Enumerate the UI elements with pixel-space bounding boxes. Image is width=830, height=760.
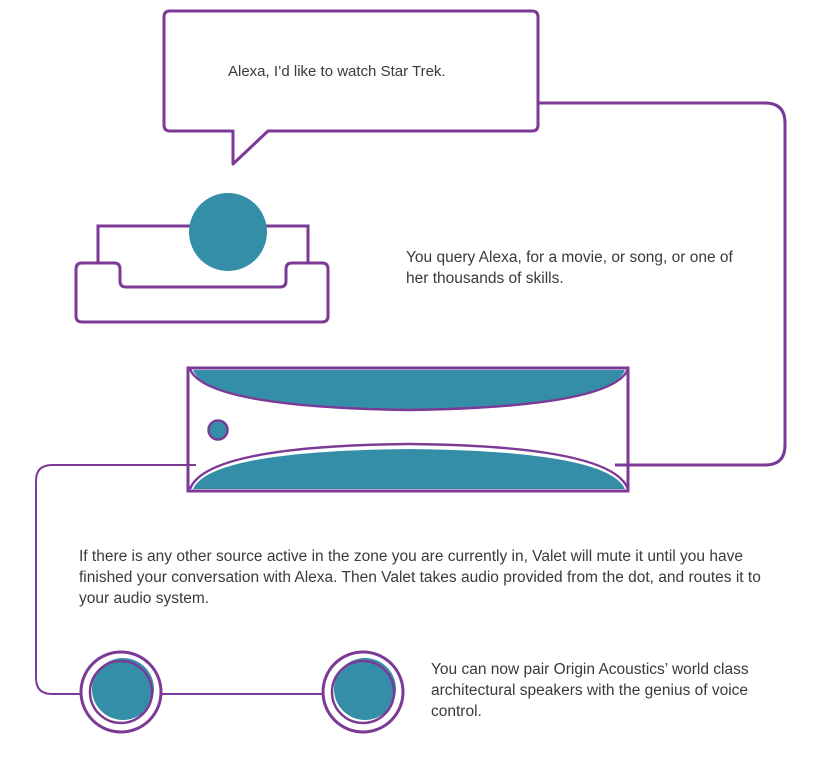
valet-amplifier-icon bbox=[186, 366, 630, 493]
ceiling-speaker-right-icon bbox=[321, 650, 405, 734]
power-knob-icon bbox=[207, 419, 229, 441]
speech-bubble bbox=[162, 9, 540, 166]
speech-bubble-text: Alexa, I’d like to watch Star Trek. bbox=[228, 63, 446, 80]
caption-valet-routing: If there is any other source active in t… bbox=[79, 548, 761, 607]
echo-dot-dock-icon bbox=[74, 193, 330, 324]
caption-pair-speakers: You can now pair Origin Acoustics’ world… bbox=[431, 661, 749, 720]
ceiling-speaker-left-icon bbox=[79, 650, 163, 734]
caption-query-alexa: You query Alexa, for a movie, or song, o… bbox=[406, 249, 733, 287]
connector-valet-to-speakers bbox=[35, 464, 196, 695]
connector-bubble-to-valet bbox=[538, 101, 787, 467]
